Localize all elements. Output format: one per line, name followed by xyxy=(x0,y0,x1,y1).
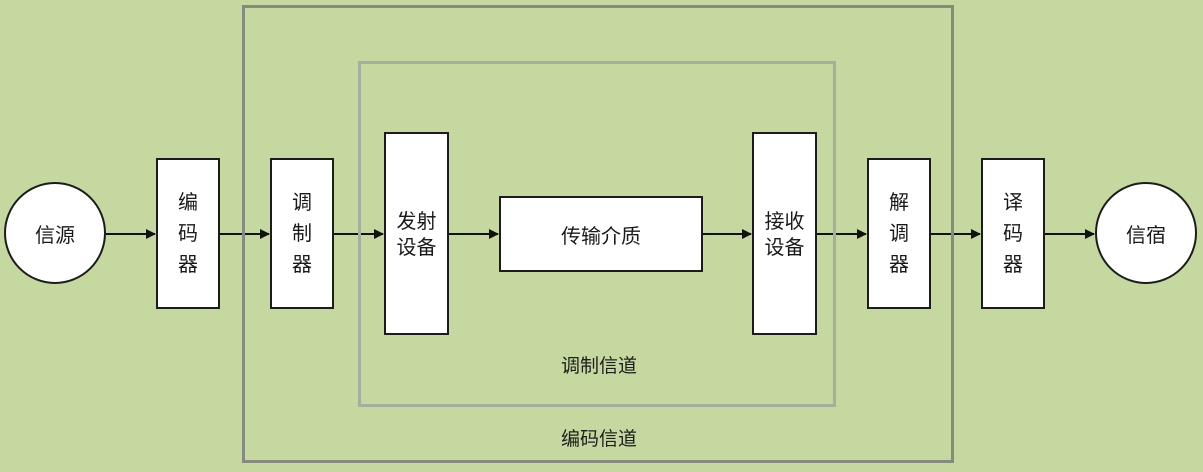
coding-channel-frame xyxy=(242,5,954,463)
sink-node: 信宿 xyxy=(1095,182,1197,284)
demodulator-label: 解调器 xyxy=(889,190,909,276)
receiver-box: 接收设备 xyxy=(752,132,817,335)
demodulator-box: 解调器 xyxy=(867,158,931,309)
encoder-label: 编码器 xyxy=(178,190,198,276)
modulator-label: 调制器 xyxy=(292,190,312,276)
receiver-label: 接收设备 xyxy=(764,208,805,259)
source-node: 信源 xyxy=(4,182,106,284)
sink-label: 信宿 xyxy=(1126,222,1166,247)
transmitter-label: 发射设备 xyxy=(396,208,437,259)
source-label: 信源 xyxy=(35,222,75,247)
modulator-box: 调制器 xyxy=(270,158,334,309)
decoder-label: 译码器 xyxy=(1003,190,1023,276)
decoder-box: 译码器 xyxy=(981,158,1045,309)
transmission-medium-box: 传输介质 xyxy=(499,196,703,272)
encoder-box: 编码器 xyxy=(156,158,220,309)
coding-channel-label: 编码信道 xyxy=(560,428,637,450)
transmission-medium-label: 传输介质 xyxy=(561,223,641,248)
transmitter-box: 发射设备 xyxy=(384,132,449,335)
modulation-channel-frame xyxy=(358,61,836,407)
modulation-channel-label: 调制信道 xyxy=(560,355,637,377)
